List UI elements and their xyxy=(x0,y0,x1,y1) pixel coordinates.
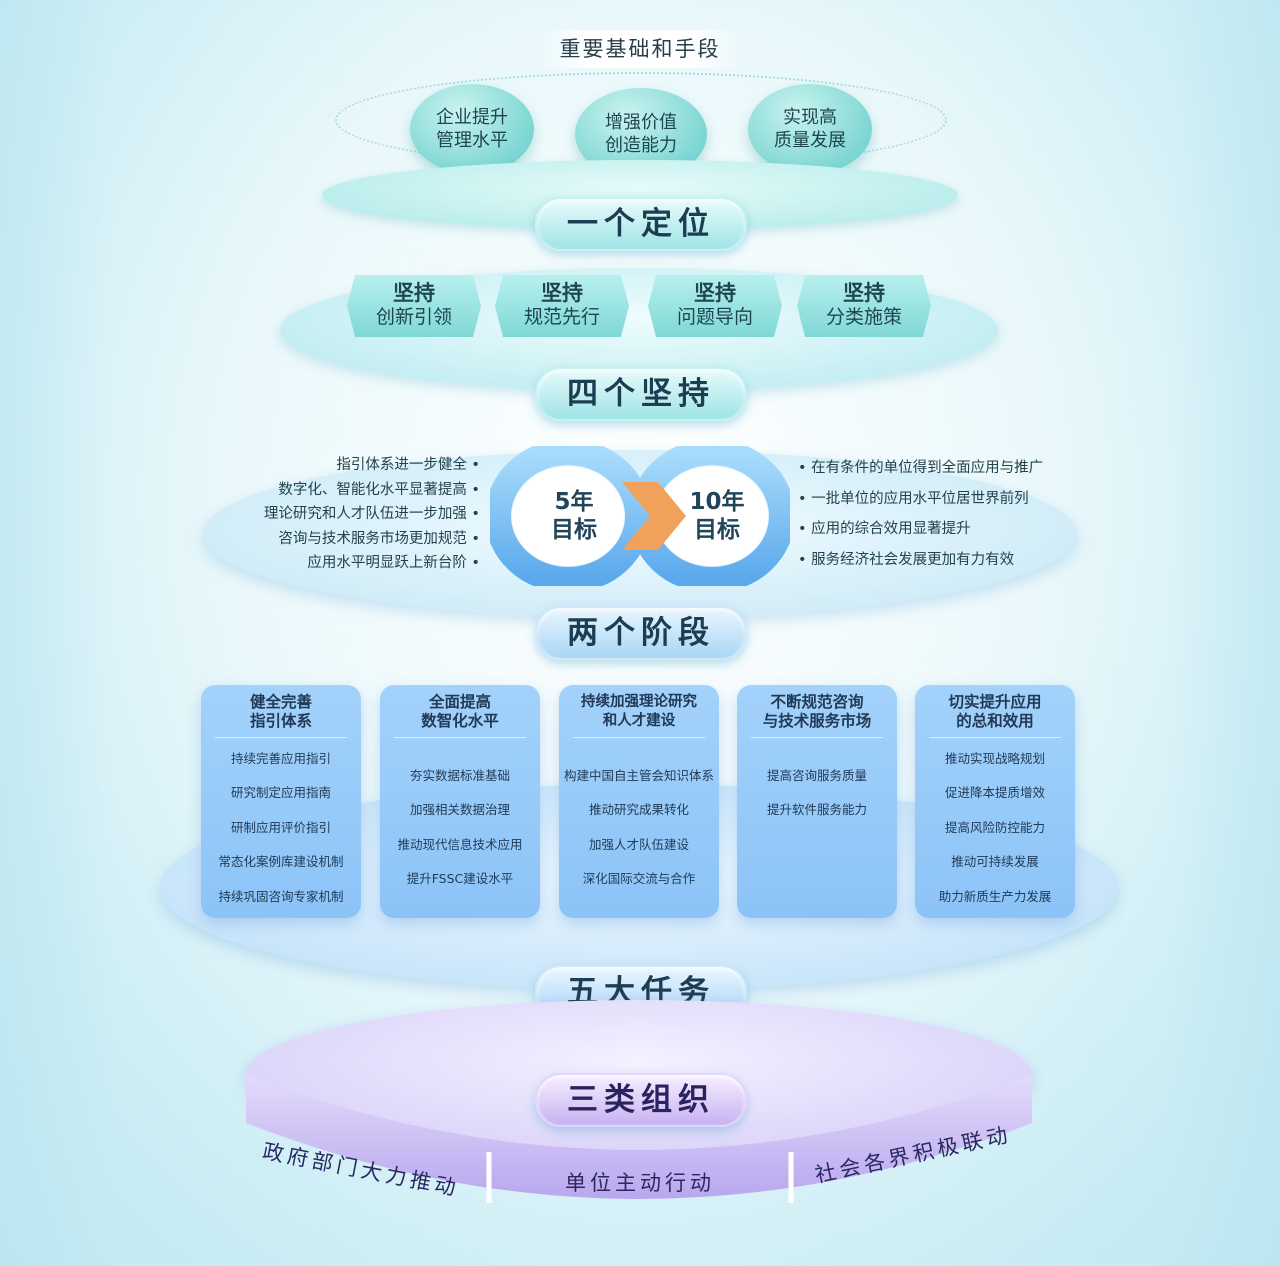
task-item: 持续完善应用指引 xyxy=(230,751,331,766)
persist-line1: 坚持 xyxy=(694,281,736,305)
task-item: 提高风险防控能力 xyxy=(944,819,1045,835)
goal10-point: • 在有条件的单位得到全面应用与推广 xyxy=(798,460,1044,476)
goal10-line1: 10年 xyxy=(689,489,745,515)
task-item: 构建中国自主管会知识体系 xyxy=(563,768,714,783)
persist-line2: 创新引领 xyxy=(375,306,452,328)
task-title: 持续加强理论研究 和人才建设 xyxy=(581,694,697,729)
task-item: 提升软件服务能力 xyxy=(766,802,867,818)
top-label: 重要基础和手段 xyxy=(559,37,721,61)
task-divider xyxy=(751,737,883,738)
goal5-point: 咨询与技术服务市场更加规范 • xyxy=(278,530,480,547)
task-item: 夯实数据标准基础 xyxy=(409,768,510,783)
layer2-title-text: 四个坚持 xyxy=(567,376,715,412)
foundation-management: 企业提升 管理水平 xyxy=(410,84,534,174)
layer3-title-text: 两个阶段 xyxy=(567,615,715,651)
task-divider xyxy=(929,737,1061,738)
layer1-title: 一个定位 xyxy=(535,197,747,251)
layer3-title: 两个阶段 xyxy=(535,606,747,660)
goal5-point: 数字化、智能化水平显著提高 • xyxy=(278,481,480,498)
task-divider xyxy=(573,737,705,738)
persist-line1: 坚持 xyxy=(843,281,885,305)
task-item: 推动可持续发展 xyxy=(951,854,1039,870)
goal10-point: • 一批单位的应用水平位居世界前列 xyxy=(798,490,1029,507)
goal5-point: 指引体系进一步健全 • xyxy=(336,457,480,473)
task-title: 全面提高 数智化水平 xyxy=(421,693,499,730)
goal10-label: 10年 目标 xyxy=(670,488,764,544)
task-card: 健全完善 指引体系 持续完善应用指引 研究制定应用指南 研制应用评价指引 常态化… xyxy=(201,685,361,918)
org-unit: 单位主动行动 xyxy=(565,1171,715,1195)
layer2-title: 四个坚持 xyxy=(535,367,747,421)
task-item: 推动现代信息技术应用 xyxy=(397,836,523,852)
persist-card: 坚持 问题导向 xyxy=(648,275,782,337)
layer5-title-text: 三类组织 xyxy=(567,1082,715,1118)
goal5-point: 应用水平明显跃上新台阶 • xyxy=(307,555,480,571)
cylinder-band xyxy=(246,1075,1032,1203)
foundation-quality: 实现高 质量发展 xyxy=(748,84,872,174)
goal5-points: 指引体系进一步健全 • 数字化、智能化水平显著提高 • 理论研究和人才队伍进一步… xyxy=(264,453,480,576)
task-divider xyxy=(215,737,347,738)
task-title: 切实提升应用 的总和效用 xyxy=(948,693,1042,730)
foundation-label: 企业提升 管理水平 xyxy=(436,107,508,151)
task-item: 推动实现战略规划 xyxy=(944,751,1045,766)
layer1-title-text: 一个定位 xyxy=(567,206,715,242)
task-item: 常态化案例库建设机制 xyxy=(218,854,344,870)
goal5-point: 理论研究和人才队伍进一步加强 • xyxy=(263,506,480,522)
task-item: 研制应用评价指引 xyxy=(230,819,331,835)
goal10-line2: 目标 xyxy=(694,517,740,543)
task-card: 全面提高 数智化水平 夯实数据标准基础 加强相关数据治理 推动现代信息技术应用 … xyxy=(380,685,540,918)
task-item: 加强相关数据治理 xyxy=(409,802,510,818)
foundation-label: 实现高 质量发展 xyxy=(774,107,846,151)
foundation-label: 增强价值 创造能力 xyxy=(605,112,677,156)
task-card: 不断规范咨询 与技术服务市场 提高咨询服务质量 提升软件服务能力 xyxy=(737,685,897,918)
goal10-point: • 服务经济社会发展更加有力有效 xyxy=(798,551,1015,568)
goal5-line2: 目标 xyxy=(551,517,597,543)
persist-line2: 规范先行 xyxy=(523,306,600,328)
task-item: 促进降本提质增效 xyxy=(944,785,1045,801)
persist-card: 坚持 创新引领 xyxy=(347,275,481,337)
task-item: 提升FSSC建设水平 xyxy=(406,871,514,887)
task-item: 推动研究成果转化 xyxy=(588,802,689,818)
persist-line2: 分类施策 xyxy=(825,306,902,328)
infinity-loop-icon xyxy=(490,446,790,586)
goal5-label: 5年 目标 xyxy=(528,488,620,544)
task-item: 研究制定应用指南 xyxy=(230,785,331,801)
task-item: 提高咨询服务质量 xyxy=(766,768,867,783)
task-card: 切实提升应用 的总和效用 推动实现战略规划 促进降本提质增效 提高风险防控能力 … xyxy=(915,685,1075,918)
task-item: 深化国际交流与合作 xyxy=(582,871,696,887)
task-item: 加强人才队伍建设 xyxy=(588,836,689,852)
persist-line1: 坚持 xyxy=(541,281,583,305)
layer5-title: 三类组织 xyxy=(535,1073,747,1127)
persist-card: 坚持 规范先行 xyxy=(495,275,629,337)
task-item: 持续巩固咨询专家机制 xyxy=(218,888,344,904)
left-glow xyxy=(0,0,110,1266)
persist-line1: 坚持 xyxy=(393,281,435,305)
goal5-line1: 5年 xyxy=(554,489,594,515)
persist-line2: 问题导向 xyxy=(676,306,753,328)
task-title: 健全完善 指引体系 xyxy=(249,693,312,730)
top-label-box: 重要基础和手段 xyxy=(540,30,740,68)
task-divider xyxy=(394,737,526,738)
task-card: 持续加强理论研究 和人才建设 构建中国自主管会知识体系 推动研究成果转化 加强人… xyxy=(559,685,719,918)
goal10-points: • 在有条件的单位得到全面应用与推广 • 一批单位的应用水平位居世界前列 • 应… xyxy=(798,453,1043,575)
goal10-point: • 应用的综合效用显著提升 xyxy=(798,521,971,537)
right-glow xyxy=(1170,0,1280,1266)
task-item: 助力新质生产力发展 xyxy=(938,888,1052,904)
persist-card: 坚持 分类施策 xyxy=(797,275,931,337)
task-title: 不断规范咨询 与技术服务市场 xyxy=(762,693,872,730)
